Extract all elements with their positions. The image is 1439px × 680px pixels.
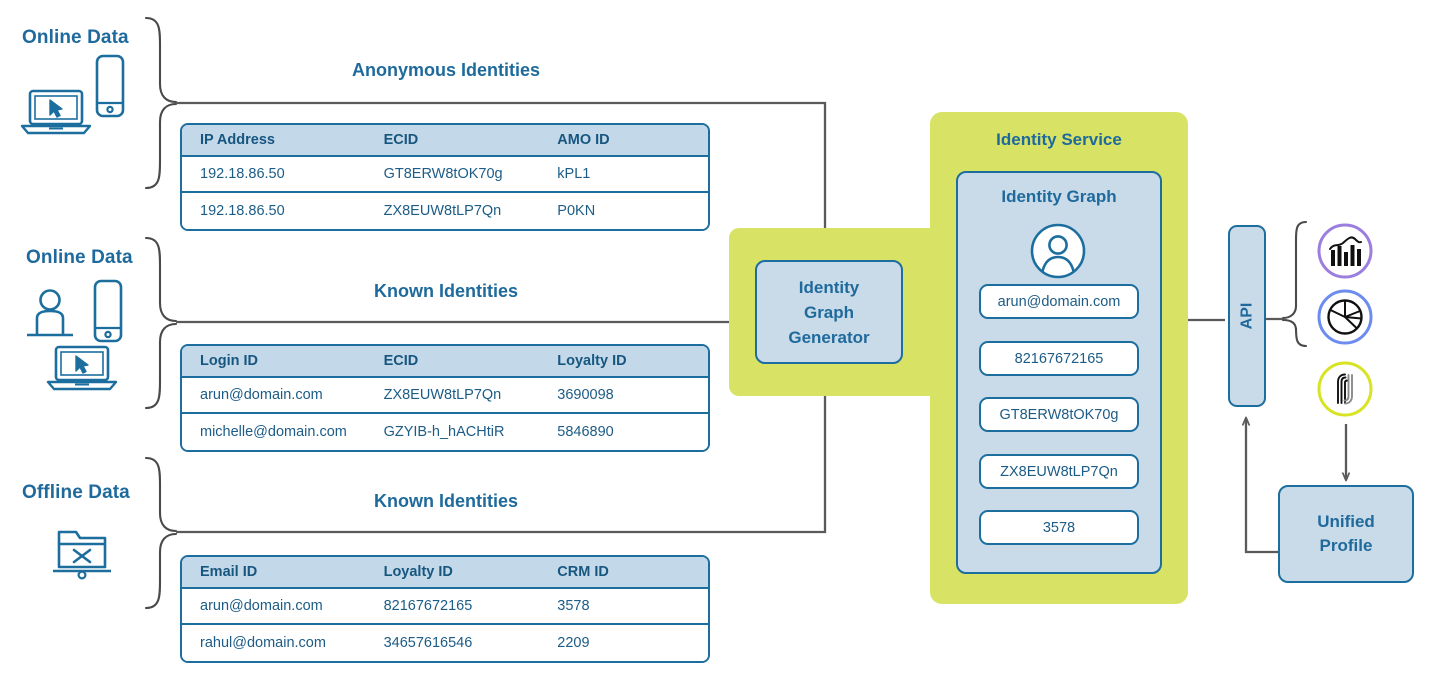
table-cell: 3690098 [557,387,614,403]
table-row: 192.18.86.50 GT8ERW8tOK70g kPL1 [182,157,708,193]
identity-chip[interactable]: 3578 [979,510,1139,545]
column-header: Loyalty ID [557,353,627,369]
api-label: API [1237,302,1255,330]
unified-profile-box[interactable]: Unified Profile [1278,485,1414,583]
table-cell: ZX8EUW8tLP7Qn [383,203,502,219]
table-cell: kPL1 [557,166,591,182]
identity-service-title: Identity Service [996,130,1122,149]
table-row: michelle@domain.com GZYIB-h_hACHtiR 5846… [182,414,708,450]
column-header: CRM ID [557,564,609,580]
column-header: IP Address [200,132,275,148]
section-title-2: Known Identities [374,281,518,301]
table-cell: P0KN [557,203,596,219]
source-label-3: Offline Data [22,482,130,503]
mobile-phone-icon [93,279,123,343]
table-cell: 2209 [557,635,590,651]
table-cell: 192.18.86.50 [200,203,285,219]
mobile-phone-icon [95,54,125,118]
identity-chip[interactable]: ZX8EUW8tLP7Qn [979,454,1139,489]
target-ribbon-icon[interactable] [1316,360,1374,418]
generator-line-1: Identity [798,277,860,297]
anonymous-identities-table: IP Address ECID AMO ID 192.18.86.50 GT8E… [180,123,710,231]
column-header: Login ID [200,353,258,369]
table-cell: GZYIB-h_hACHtiR [383,424,505,440]
laptop-cursor-icon [46,345,118,391]
known-identities-online-table: Login ID ECID Loyalty ID arun@domain.com… [180,344,710,452]
column-header: Loyalty ID [383,564,453,580]
table-row: 192.18.86.50 ZX8EUW8tLP7Qn P0KN [182,193,708,229]
pie-chart-icon[interactable] [1316,288,1374,346]
table-cell: 34657616546 [383,635,473,651]
table-cell: rahul@domain.com [200,635,326,651]
person-avatar-icon [1030,223,1086,279]
unified-profile-line-2: Profile [1319,536,1373,555]
generator-line-2: Graph [803,302,855,322]
identity-chip[interactable]: GT8ERW8tOK70g [979,397,1139,432]
table-row: rahul@domain.com 34657616546 2209 [182,625,708,661]
table-row: arun@domain.com ZX8EUW8tLP7Qn 3690098 [182,378,708,414]
generator-line-3: Generator [788,327,870,347]
column-header: ECID [383,132,419,148]
analytics-bar-chart-icon[interactable] [1316,222,1374,280]
source-label-1: Online Data [22,27,129,48]
section-title-3: Known Identities [374,491,518,511]
column-header: AMO ID [557,132,610,148]
table-cell: 192.18.86.50 [200,166,285,182]
column-header: Email ID [200,564,258,580]
table-cell: GT8ERW8tOK70g [383,166,503,182]
table-row: arun@domain.com 82167672165 3578 [182,589,708,625]
laptop-cursor-icon [20,89,92,135]
table-cell: arun@domain.com [200,598,323,614]
identity-graph-generator-box[interactable]: Identity Graph Generator [755,260,903,364]
known-identities-offline-table: Email ID Loyalty ID CRM ID arun@domain.c… [180,555,710,663]
table-cell: 3578 [557,598,590,614]
person-icon [27,289,73,337]
table-header-row: Email ID Loyalty ID CRM ID [182,557,708,589]
source-label-2: Online Data [26,247,133,268]
table-cell: michelle@domain.com [200,424,347,440]
identity-chip[interactable]: arun@domain.com [979,284,1139,319]
table-cell: 82167672165 [383,598,473,614]
table-cell: ZX8EUW8tLP7Qn [383,387,502,403]
folder-crossed-icon [53,530,111,580]
table-cell: arun@domain.com [200,387,323,403]
column-header: ECID [383,353,419,369]
identity-chip[interactable]: 82167672165 [979,341,1139,376]
identity-graph-title: Identity Graph [1001,187,1117,206]
unified-profile-line-1: Unified [1317,512,1375,531]
section-title-1: Anonymous Identities [351,60,540,80]
table-cell: 5846890 [557,424,614,440]
api-box[interactable]: API [1228,225,1266,407]
table-header-row: IP Address ECID AMO ID [182,125,708,157]
table-header-row: Login ID ECID Loyalty ID [182,346,708,378]
